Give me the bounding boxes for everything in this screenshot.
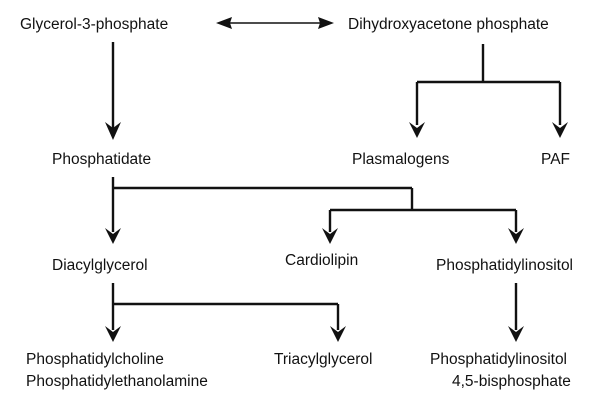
node-phosphatidylcholine: Phosphatidylcholine: [26, 351, 164, 368]
node-cardiolipin: Cardiolipin: [285, 252, 358, 269]
branch-dhap: [415, 44, 562, 125]
node-paf: PAF: [541, 151, 570, 168]
arrowhead-pip2: [508, 326, 524, 342]
node-pip2-line2: 4,5-bisphosphate: [452, 373, 571, 390]
branch-phosphatidate: [111, 177, 518, 232]
node-pip2-line1: Phosphatidylinositol: [430, 351, 567, 368]
node-plasmalogens: Plasmalogens: [352, 151, 450, 168]
arrowhead-paf: [552, 122, 568, 138]
node-dihydroxyacetone-phosphate: Dihydroxyacetone phosphate: [348, 16, 549, 33]
arrow-g3p-to-phosphatidate: [105, 42, 121, 140]
branch-diacylglycerol: [111, 283, 340, 330]
node-phosphatidate: Phosphatidate: [52, 151, 151, 168]
arrowhead-phosphatidylcholine: [105, 326, 121, 342]
node-phosphatidylinositol: Phosphatidylinositol: [436, 257, 573, 274]
arrowhead-triacylglycerol: [330, 326, 346, 342]
arrowhead-cardiolipin: [322, 228, 338, 244]
arrowhead-phosphatidylinositol: [508, 228, 524, 244]
arrowhead-plasmalogens: [409, 122, 425, 138]
node-diacylglycerol: Diacylglycerol: [52, 257, 148, 274]
node-phosphatidylethanolamine: Phosphatidylethanolamine: [26, 373, 208, 390]
node-triacylglycerol: Triacylglycerol: [274, 351, 372, 368]
reversible-arrow: [216, 17, 334, 29]
arrowhead-diacylglycerol: [105, 228, 121, 244]
node-glycerol-3-phosphate: Glycerol-3-phosphate: [20, 16, 168, 33]
